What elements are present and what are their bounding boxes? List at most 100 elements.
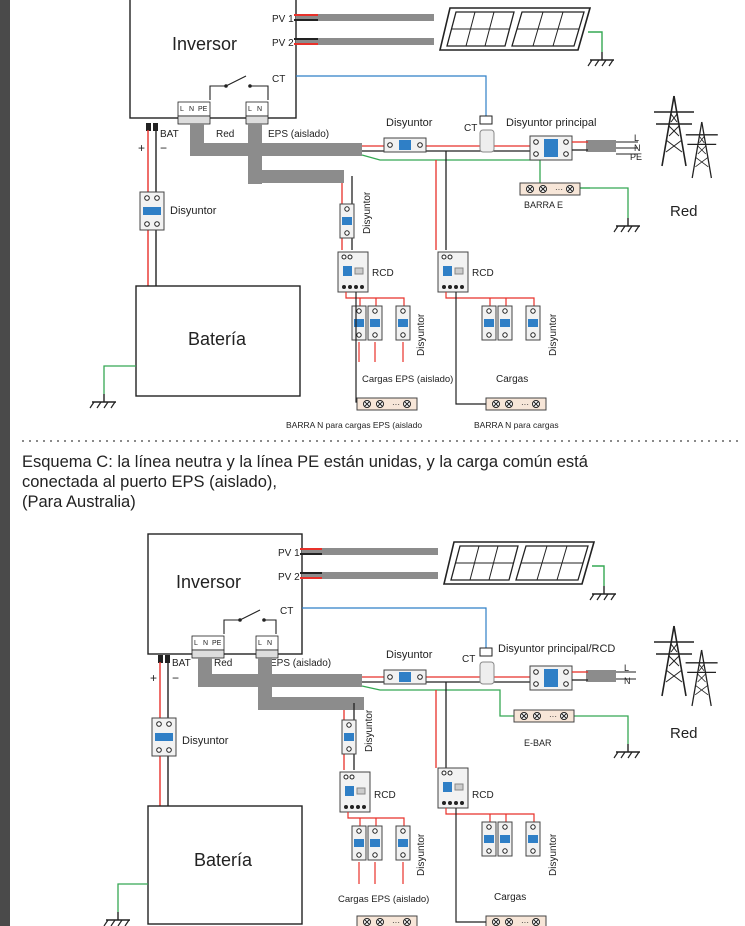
pv1-label-2: PV 1: [278, 548, 300, 559]
load-breaker-2: [497, 305, 513, 341]
battery-breaker-2: [151, 717, 177, 757]
e-bar: [519, 182, 581, 196]
line-l-label-2: L: [624, 663, 629, 673]
n-bar-eps-label: BARRA N para cargas EPS (aislado: [286, 420, 422, 430]
pv1-cable: [296, 14, 434, 21]
battery-breaker: [139, 191, 165, 231]
eps-load-breaker-2: [367, 305, 383, 341]
n-bar-loads-label: BARRA N para cargas: [474, 420, 559, 430]
rcd-loads: [437, 251, 469, 293]
eps-port-label: EPS (aislado): [268, 129, 329, 140]
rcd-eps-2: [339, 771, 371, 813]
eps-load-breaker-3: [395, 305, 411, 341]
battery-label: Batería: [188, 329, 247, 349]
main-breaker-label: Disyuntor principal: [506, 117, 596, 129]
ground-icon-2: [589, 585, 617, 601]
load-breaker-2-2: [497, 821, 513, 857]
schematic-top: Inversor PV 1 PV 2 CT L N PE L N: [89, 0, 719, 430]
bat-port-label-2: BAT: [172, 658, 191, 669]
grid-port-label: Red: [216, 129, 234, 140]
ground-icon: [587, 51, 615, 67]
grid-label: Red: [670, 203, 698, 220]
breaker-vertical-label: Disyuntor: [362, 191, 373, 234]
rcd-loads-label-2: RCD: [472, 790, 494, 801]
scheme-caption: Esquema C: la línea neutra y la línea PE…: [22, 452, 742, 512]
breaker-vertical: [339, 203, 355, 239]
ground-icon-battery: [89, 393, 117, 409]
n-bar-eps: [356, 397, 418, 411]
battery-box: [135, 285, 301, 397]
ct-sensor-icon-2: [479, 661, 495, 685]
eps-loads-label-2: Cargas EPS (aislado): [338, 894, 429, 905]
caption-line-1: Esquema C: la línea neutra y la línea PE…: [22, 453, 588, 471]
breaker-vertical-label-2: Disyuntor: [364, 709, 375, 752]
solar-panel-icon-2: [443, 541, 595, 585]
battery-label-2: Batería: [194, 850, 253, 870]
eps-loads-label: Cargas EPS (aislado): [362, 374, 453, 385]
rcd-loads-2: [437, 767, 469, 809]
load-breaker-1: [481, 305, 497, 341]
rcd-eps-label: RCD: [372, 268, 394, 279]
ct-sensor-label-2: CT: [462, 654, 475, 665]
schematic-bottom: Inversor PV 1 PV 2 CT L N PE L N BAT: [103, 533, 719, 926]
ct-inverter-label-2: CT: [280, 606, 293, 617]
breaker-top-label: Disyuntor: [386, 117, 433, 129]
rcd-eps: [337, 251, 369, 293]
left-margin-bar: [0, 0, 10, 926]
ct-inverter-label: CT: [272, 74, 285, 85]
ct-wire: [296, 75, 487, 116]
pylon-icon-2: [653, 625, 695, 697]
n-bar-loads-2: [485, 915, 547, 926]
pylon-small-icon-2: [684, 649, 719, 707]
plus-label: +: [138, 141, 145, 155]
grid-cable-trunk: [190, 143, 362, 156]
rcd-loads-label: RCD: [472, 268, 494, 279]
e-bar-label: BARRA E: [524, 200, 563, 210]
eps-terminal-block: L N: [245, 101, 269, 125]
eps-cable-trunk: [248, 170, 344, 183]
eps-loads-breaker-label: Disyuntor: [416, 313, 427, 356]
eps-terminal-block-2: L N: [255, 635, 279, 659]
ct-sensor-label: CT: [464, 123, 477, 134]
minus-label: −: [160, 141, 167, 155]
eps-load-breaker-3-2: [395, 825, 411, 861]
svg-text:PE: PE: [198, 106, 208, 113]
loads-breaker-label: Disyuntor: [548, 313, 559, 356]
pv1-label: PV 1: [272, 14, 294, 25]
line-n-label: N: [634, 143, 641, 153]
battery-breaker-label-2: Disyuntor: [182, 735, 229, 747]
n-bar-loads: [485, 397, 547, 411]
svg-text:N: N: [267, 640, 272, 647]
ground-icon-grid: [613, 217, 641, 233]
e-bar-label-2: E-BAR: [524, 738, 552, 748]
svg-text:PE: PE: [212, 640, 222, 647]
svg-text:L: L: [194, 640, 198, 647]
loads-breaker-label-2: Disyuntor: [548, 833, 559, 876]
pv2-cable: [296, 38, 434, 45]
eps-load-breaker-1-2: [351, 825, 367, 861]
eps-loads-breaker-label-2: Disyuntor: [416, 833, 427, 876]
grid-port-label-2: Red: [214, 658, 232, 669]
pv2-label-2: PV 2: [278, 572, 300, 583]
loads-label-2: Cargas: [494, 892, 526, 903]
load-breaker-3: [525, 305, 541, 341]
load-breaker-3-2: [525, 821, 541, 857]
inverter-label-2: Inversor: [176, 572, 241, 592]
main-breaker-label-2: Disyuntor principal/RCD: [498, 643, 615, 655]
plus-label-2: +: [150, 671, 157, 685]
main-breaker-2: [529, 665, 573, 691]
caption-line-3: (Para Australia): [22, 493, 136, 511]
grid-terminal-block: L N PE: [177, 101, 211, 125]
eps-load-breaker-2-2: [367, 825, 383, 861]
rcd-eps-label-2: RCD: [374, 790, 396, 801]
line-pe-label: PE: [630, 152, 642, 162]
breaker-top-2: [383, 669, 427, 685]
e-bar-2: [513, 709, 575, 723]
breaker-top-label-2: Disyuntor: [386, 649, 433, 661]
svg-text:L: L: [180, 106, 184, 113]
ground-icon-battery-2: [103, 911, 131, 926]
inverter-label: Inversor: [172, 34, 237, 54]
ground-icon-grid-2: [613, 743, 641, 759]
solar-panel-icon: [439, 7, 591, 51]
svg-text:N: N: [203, 640, 208, 647]
